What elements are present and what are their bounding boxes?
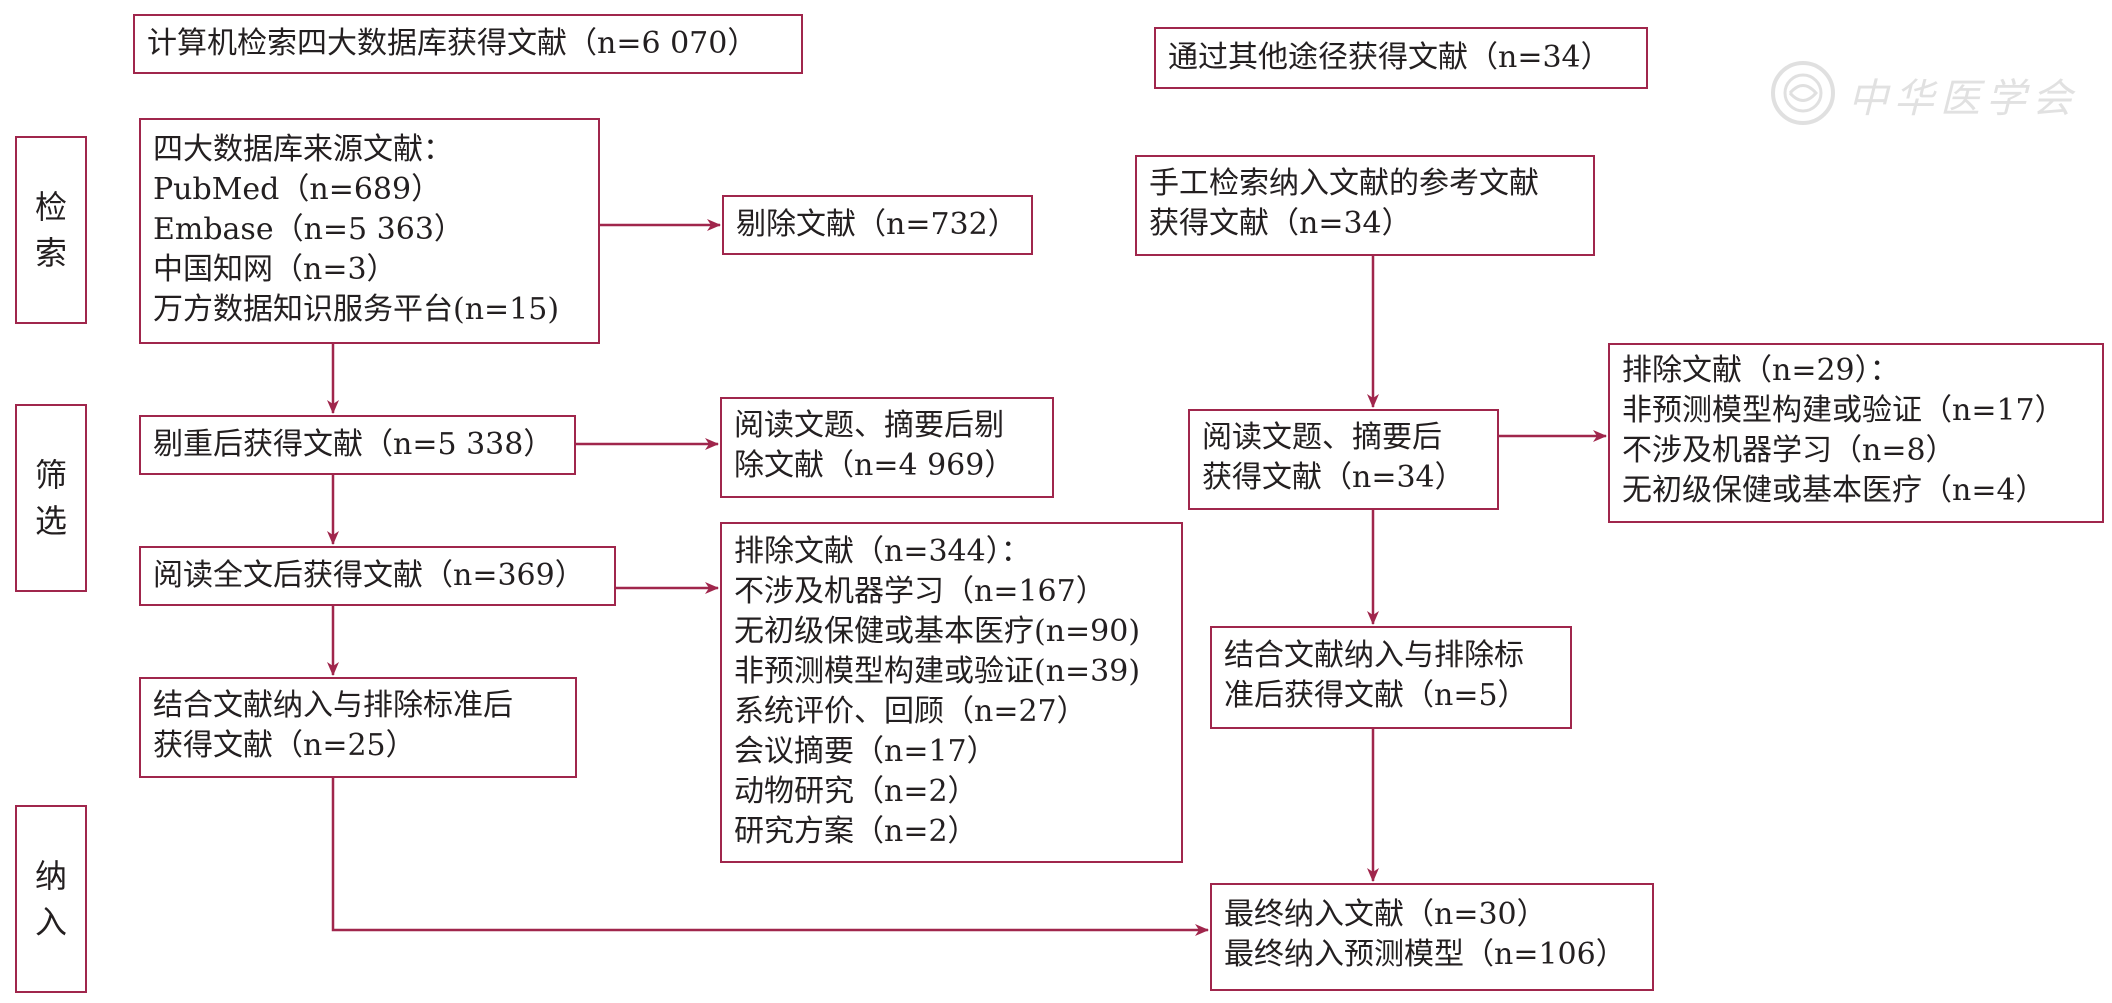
final-inclusion-line: 最终纳入文献（n=30）: [1224, 897, 1547, 932]
stage-retrieval: 检 索: [15, 136, 87, 324]
right-combined-line: 结合文献纳入与排除标: [1224, 638, 1524, 673]
stage-retrieval-char-1: 检: [34, 188, 67, 226]
excluded-fulltext-line: 会议摘要（n=17）: [734, 734, 997, 769]
after-fulltext-label: 阅读全文后获得文献（n=369）: [153, 558, 585, 593]
excluded-title-line: 阅读文题、摘要后剔: [734, 408, 1004, 443]
right-after-title-line: 获得文献（n=34）: [1202, 460, 1465, 495]
stage-char: 选: [34, 502, 67, 540]
excluded-fulltext-line: 无初级保健或基本医疗(n=90): [734, 614, 1141, 649]
manual-search-line: 手工检索纳入文献的参考文献: [1149, 166, 1539, 201]
right-excluded-box: 排除文献（n=29）： 非预测模型构建或验证（n=17） 不涉及机器学习（n=8…: [1608, 343, 2104, 523]
other-routes-label: 通过其他途径获得文献（n=34）: [1168, 40, 1611, 75]
left-combined-line: 获得文献（n=25）: [153, 728, 416, 763]
excluded-fulltext-line: 排除文献（n=344）：: [734, 534, 1031, 569]
stage-char: 索: [34, 234, 67, 272]
excluded-duplicates-box: 剔除文献（n=732）: [722, 195, 1033, 255]
stage-inclusion-label: 纳: [34, 857, 67, 895]
stage-screening-label: 筛: [34, 456, 67, 494]
stage-screening: 筛 选: [15, 404, 87, 592]
left-combined-box: 结合文献纳入与排除标准后 获得文献（n=25）: [139, 677, 577, 778]
excluded-fulltext-line: 非预测模型构建或验证(n=39): [734, 654, 1141, 689]
final-inclusion-box: 最终纳入文献（n=30） 最终纳入预测模型（n=106）: [1210, 883, 1654, 991]
computer-search-label: 计算机检索四大数据库获得文献（n=6 070）: [147, 26, 758, 61]
watermark-text: 中华医学会: [1848, 76, 2078, 122]
after-dedup-box: 剔重后获得文献（n=5 338）: [139, 415, 576, 475]
excluded-fulltext-line: 不涉及机器学习（n=167）: [734, 574, 1106, 609]
excluded-title-line: 除文献（n=4 969）: [734, 448, 1015, 483]
after-dedup-label: 剔重后获得文献（n=5 338）: [153, 427, 554, 462]
right-combined-box: 结合文献纳入与排除标 准后获得文献（n=5）: [1210, 626, 1572, 729]
database-sources-box: 四大数据库来源文献： PubMed（n=689） Embase（n=5 363）…: [139, 118, 600, 344]
excluded-duplicates-label: 剔除文献（n=732）: [736, 207, 1018, 242]
other-routes-box: 通过其他途径获得文献（n=34）: [1154, 27, 1648, 89]
manual-search-box: 手工检索纳入文献的参考文献 获得文献（n=34）: [1135, 155, 1595, 256]
excluded-fulltext-line: 研究方案（n=2）: [734, 814, 978, 849]
right-combined-line: 准后获得文献（n=5）: [1224, 678, 1528, 713]
right-after-title-line: 阅读文题、摘要后: [1202, 420, 1442, 455]
sources-line: PubMed（n=689）: [153, 172, 442, 207]
stage-char: 入: [34, 903, 67, 941]
arrow-left-to-final: [331, 778, 1209, 936]
right-excluded-line: 不涉及机器学习（n=8）: [1622, 433, 1956, 468]
final-inclusion-line: 最终纳入预测模型（n=106）: [1224, 937, 1626, 972]
right-excluded-line: 非预测模型构建或验证（n=17）: [1622, 393, 2065, 428]
stage-inclusion: 纳 入: [15, 805, 87, 993]
excluded-fulltext-line: 系统评价、回顾（n=27）: [734, 694, 1087, 729]
excluded-title-abstract-box: 阅读文题、摘要后剔 除文献（n=4 969）: [720, 397, 1054, 498]
sources-line: Embase（n=5 363）: [153, 212, 464, 247]
sources-line: 四大数据库来源文献：: [153, 132, 453, 167]
computer-search-box: 计算机检索四大数据库获得文献（n=6 070）: [133, 14, 803, 74]
right-excluded-line: 无初级保健或基本医疗（n=4）: [1622, 473, 2046, 508]
seal-icon: [1771, 61, 1835, 125]
manual-search-line: 获得文献（n=34）: [1149, 206, 1412, 241]
right-excluded-line: 排除文献（n=29）：: [1622, 353, 1900, 388]
sources-line: 中国知网（n=3）: [153, 252, 397, 287]
after-fulltext-box: 阅读全文后获得文献（n=369）: [139, 546, 616, 606]
excluded-fulltext-box: 排除文献（n=344）： 不涉及机器学习（n=167） 无初级保健或基本医疗(n…: [720, 522, 1183, 863]
right-after-title-box: 阅读文题、摘要后 获得文献（n=34）: [1188, 409, 1499, 510]
left-combined-line: 结合文献纳入与排除标准后: [153, 688, 513, 723]
excluded-fulltext-line: 动物研究（n=2）: [734, 774, 978, 809]
watermark-logo: 中华医学会: [1768, 58, 2072, 128]
sources-line: 万方数据知识服务平台(n=15): [153, 292, 560, 327]
